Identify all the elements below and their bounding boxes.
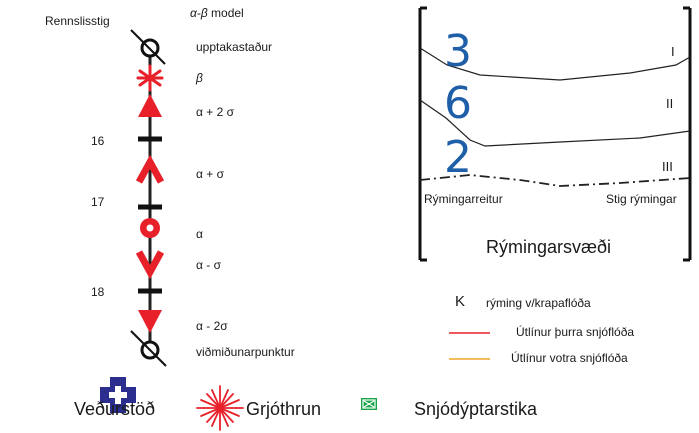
- level-beta: β: [196, 71, 203, 85]
- alpha-minus-2sigma-triangle: [138, 310, 162, 333]
- roman-III: III: [662, 159, 673, 174]
- tick-number-18: 18: [91, 285, 105, 299]
- rockfall-label: Grjóthrun: [246, 399, 322, 419]
- beta-star-symbol: [136, 64, 164, 92]
- stig-ryminger-label: Stig rýmingar: [606, 192, 677, 206]
- model-title-word: model: [207, 6, 244, 20]
- tick-number-17: 17: [91, 195, 105, 209]
- starting-point-symbol: [130, 29, 166, 65]
- rennslisstig-label: Rennslisstig: [45, 14, 110, 28]
- zone-number-3: 3: [444, 26, 472, 77]
- zone-number-6: 6: [444, 78, 472, 129]
- level-alpha: α: [196, 227, 203, 241]
- zone-bracket-left: [418, 6, 427, 262]
- level-upptakastadur: upptakastaður: [196, 40, 273, 54]
- snow-depth-stake-icon: [361, 398, 377, 410]
- tick-number-16: 16: [91, 134, 105, 148]
- level-alpha-minus-sigma: α - σ: [196, 258, 222, 272]
- roman-I: I: [671, 44, 675, 59]
- zone-number-2: 2: [444, 132, 472, 183]
- model-title-dash: -: [196, 6, 201, 20]
- zone-bracket-right: [683, 6, 692, 262]
- rymingarsvaedi-title: Rýmingarsvæði: [486, 237, 612, 257]
- wet-avalanche-text: Útlínur votra snjóflóða: [511, 351, 628, 365]
- level-vidmidunarpunktur: viðmiðunarpunktur: [196, 345, 295, 359]
- alpha-minus-sigma-chevron: [135, 250, 165, 280]
- zone-boundary-I: [419, 47, 691, 81]
- zone-boundary-II: [419, 99, 691, 147]
- weather-station-icon: [100, 377, 136, 413]
- roman-II: II: [666, 96, 674, 111]
- model-title-beta: β: [200, 6, 208, 20]
- k-symbol: K: [455, 293, 466, 310]
- level-alpha-plus-sigma: α + σ: [196, 167, 225, 181]
- alpha-plus-2sigma-triangle: [138, 94, 162, 117]
- reference-point-symbol: [130, 330, 167, 367]
- model-title-alpha: α: [190, 6, 197, 20]
- weather-station-label: Veðurstöð: [74, 399, 156, 419]
- alpha-plus-sigma-chevron: [135, 154, 165, 184]
- model-title: α-β model: [190, 7, 244, 19]
- alpha-circle-symbol: [140, 218, 160, 238]
- rockfall-icon: [196, 385, 244, 431]
- level-alpha-minus-2sigma: α - 2σ: [196, 319, 228, 333]
- dry-avalanche-text: Útlínur þurra snjóflóða: [516, 325, 635, 339]
- level-alpha-plus-2sigma: α + 2 σ: [196, 105, 235, 119]
- k-text: rýming v/krapaflóða: [486, 296, 591, 310]
- zone-boundary-III: [419, 174, 691, 187]
- rymingarreitur-label: Rýmingarreitur: [424, 192, 503, 206]
- snow-depth-stake-label: Snjódýptarstika: [414, 399, 538, 419]
